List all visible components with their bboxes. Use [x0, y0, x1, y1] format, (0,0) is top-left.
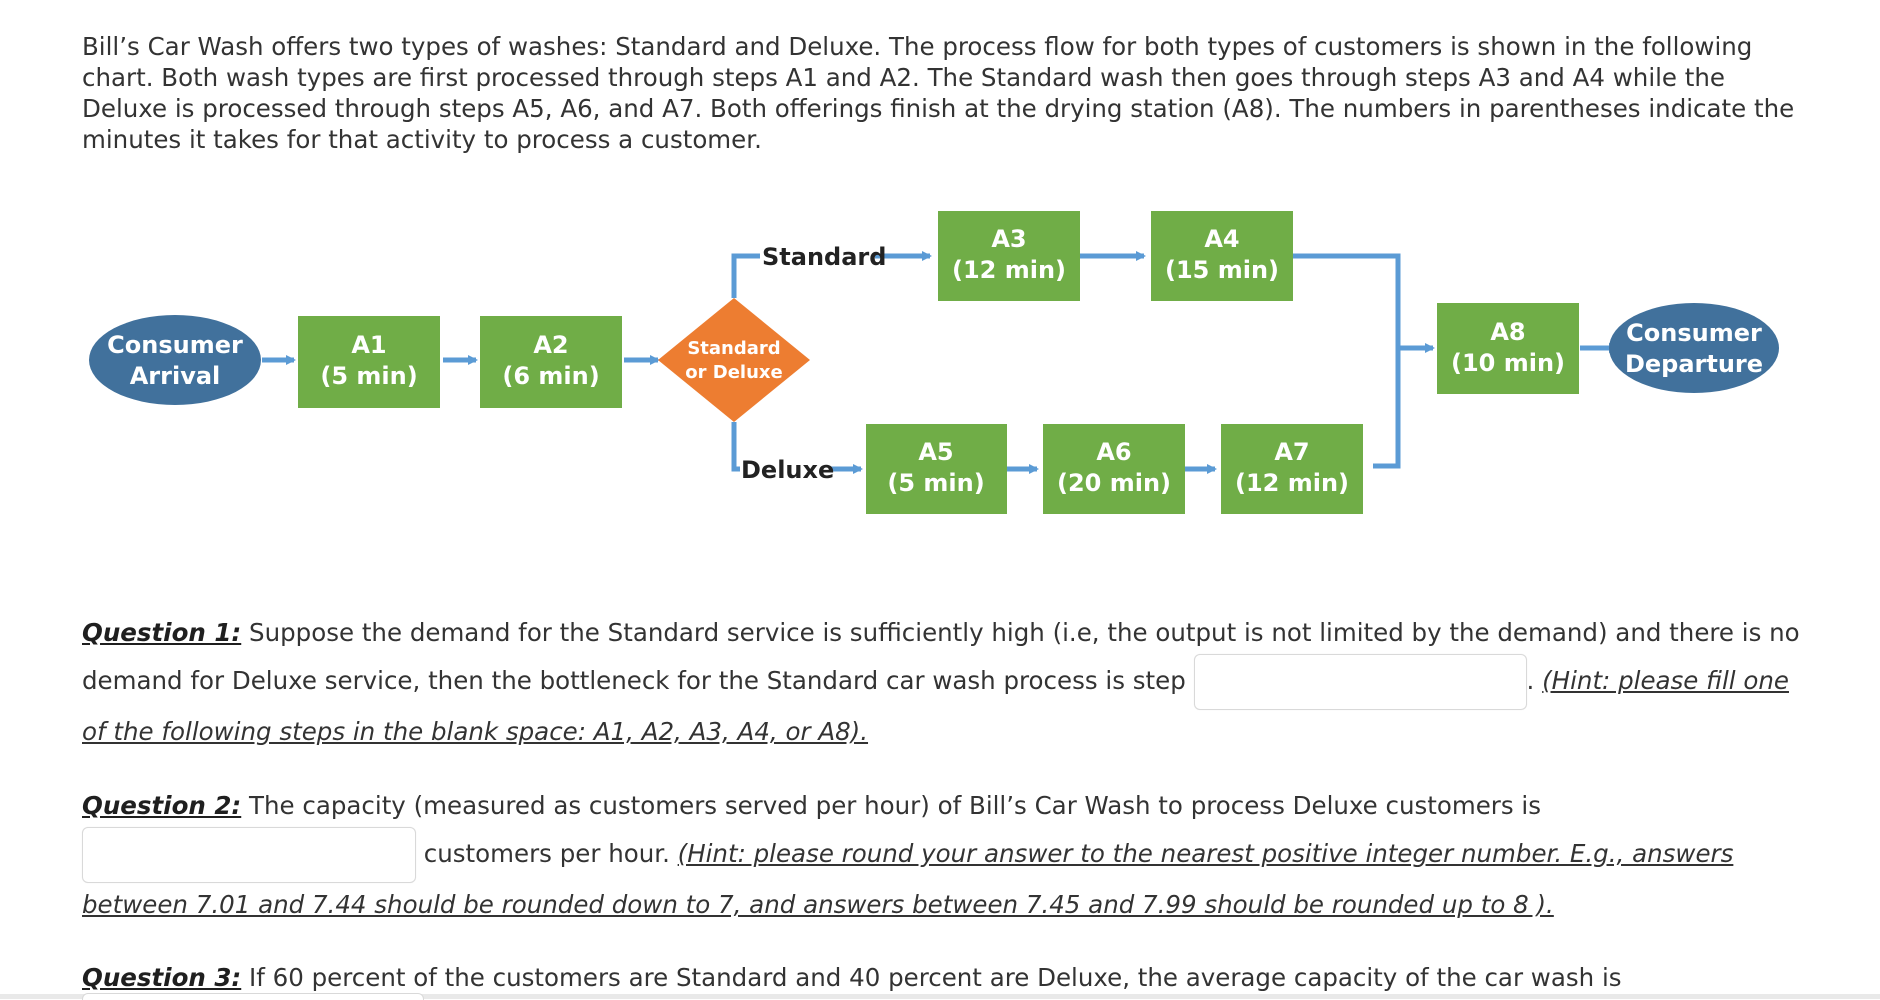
intro-paragraph: Bill’s Car Wash offers two types of wash…	[82, 32, 1795, 154]
bottom-divider	[0, 994, 1880, 999]
step-a3-time: (12 min)	[952, 256, 1066, 284]
step-a4: A4 (15 min)	[1151, 211, 1293, 301]
step-a6: A6 (20 min)	[1043, 424, 1185, 514]
process-flow-diagram: Consumer Arrival A1 (5 min) A2 (6 min) S…	[89, 211, 1779, 514]
step-a1: A1 (5 min)	[298, 316, 440, 408]
question-1-text-after: .	[1526, 666, 1543, 695]
step-a7-time: (12 min)	[1235, 469, 1349, 497]
question-2-hint: (Hint: please round your answer to the n…	[82, 839, 1734, 919]
question-3-text: If 60 percent of the customers are Stand…	[241, 963, 1622, 992]
arrow-decision-deluxe	[731, 422, 740, 472]
decision-label: or Deluxe	[685, 362, 782, 383]
departure-label: Departure	[1625, 350, 1763, 378]
question-3-answer-input[interactable]	[82, 993, 424, 1000]
arrival-label: Arrival	[130, 362, 221, 390]
step-a5-name: A5	[918, 438, 953, 466]
question-1-answer-input[interactable]	[1193, 654, 1527, 710]
step-a3-name: A3	[991, 225, 1026, 253]
question-1-label: Question 1:	[82, 618, 242, 647]
branch-standard-label: Standard	[762, 243, 886, 271]
step-a6-time: (20 min)	[1057, 469, 1171, 497]
branch-deluxe-label: Deluxe	[741, 456, 834, 484]
arrival-label: Consumer	[107, 331, 243, 359]
question-2-answer-input[interactable]	[82, 827, 416, 883]
step-a8-name: A8	[1490, 318, 1525, 346]
step-a5-time: (5 min)	[887, 469, 984, 497]
step-a4-name: A4	[1204, 225, 1239, 253]
step-a2-name: A2	[533, 331, 568, 359]
step-a8: A8 (10 min)	[1437, 303, 1579, 394]
step-a7: A7 (12 min)	[1221, 424, 1363, 514]
step-a1-name: A1	[351, 331, 386, 359]
step-a4-time: (15 min)	[1165, 256, 1279, 284]
departure-label: Consumer	[1626, 319, 1762, 347]
question-2-text: The capacity (measured as customers serv…	[241, 791, 1542, 820]
decision-label: Standard	[687, 338, 780, 359]
step-a5: A5 (5 min)	[866, 424, 1007, 514]
question-2: Question 2: The capacity (measured as cu…	[82, 784, 1802, 926]
decision-node: Standard or Deluxe	[658, 298, 810, 422]
step-a7-name: A7	[1274, 438, 1309, 466]
step-a2: A2 (6 min)	[480, 316, 622, 408]
question-1: Question 1: Suppose the demand for the S…	[82, 611, 1802, 753]
question-3: Question 3: If 60 percent of the custome…	[82, 956, 1802, 999]
step-a8-time: (10 min)	[1451, 349, 1565, 377]
step-a6-name: A6	[1096, 438, 1131, 466]
arrival-node: Consumer Arrival	[89, 315, 261, 405]
question-1-text: Suppose the demand for the Standard serv…	[82, 618, 1800, 695]
question-2-label: Question 2:	[82, 791, 242, 820]
question-2-text-after: customers per hour.	[416, 839, 678, 868]
question-3-label: Question 3:	[82, 963, 242, 992]
departure-node: Consumer Departure	[1609, 303, 1779, 393]
step-a3: A3 (12 min)	[938, 211, 1080, 301]
step-a1-time: (5 min)	[320, 362, 417, 390]
arrow-a4-merge	[1293, 253, 1401, 469]
question-1-hint: (Hint: please fill one of the following …	[82, 666, 1789, 746]
step-a2-time: (6 min)	[502, 362, 599, 390]
arrow-decision-standard	[731, 253, 760, 298]
